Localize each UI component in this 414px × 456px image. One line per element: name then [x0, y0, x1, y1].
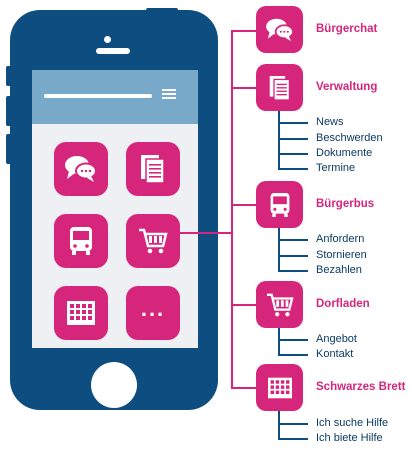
sub-item-beschwerden[interactable]: Beschwerden [316, 132, 383, 144]
sub-vertical-buergerbus [278, 228, 280, 271]
app-title-bar [44, 94, 152, 98]
phone-speaker [96, 48, 130, 54]
sub-tick [278, 438, 308, 440]
sub-tick [278, 239, 308, 241]
branch-line-verwaltung [231, 87, 257, 89]
sub-item-stornieren[interactable]: Stornieren [316, 249, 367, 261]
node-verwaltung[interactable] [256, 64, 303, 111]
bus-tile[interactable] [54, 214, 108, 268]
sub-tick [278, 122, 308, 124]
sub-vertical-dorfladen [278, 328, 280, 355]
node-buergerbus[interactable] [256, 181, 303, 228]
shopping-cart-icon [139, 228, 168, 254]
sub-tick [278, 339, 308, 341]
sub-vertical-schwarzes-brett [278, 411, 280, 439]
more-tile[interactable]: ... [126, 286, 180, 340]
sub-tick [278, 153, 308, 155]
sub-tick [278, 138, 308, 140]
bulletin-board-icon [267, 377, 292, 398]
sub-item-ich-suche-hilfe[interactable]: Ich suche Hilfe [316, 417, 389, 429]
sub-tick [278, 255, 308, 257]
label-buergerchat[interactable]: Bürgerchat [316, 23, 378, 35]
sub-tick [278, 270, 308, 272]
label-schwarzes-brett[interactable]: Schwarzes Brett [316, 381, 406, 393]
bus-icon [70, 227, 92, 255]
branch-line-buergerbus [231, 204, 257, 206]
sub-item-news[interactable]: News [316, 116, 344, 128]
app-tile-grid: ... [32, 124, 198, 348]
hamburger-menu-icon[interactable] [162, 88, 176, 100]
node-buergerchat[interactable] [256, 6, 303, 53]
chat-bubbles-icon [265, 18, 294, 41]
node-schwarzes-brett[interactable] [256, 364, 303, 411]
documents-tile[interactable] [126, 142, 180, 196]
phone-home-button[interactable] [91, 362, 137, 408]
shopping-cart-icon [266, 293, 294, 316]
chat-tile[interactable] [54, 142, 108, 196]
phone-camera [104, 36, 111, 43]
bus-icon [270, 192, 289, 217]
sub-tick [278, 354, 308, 356]
sub-item-angebot[interactable]: Angebot [316, 333, 357, 345]
more-label: ... [140, 296, 166, 321]
sub-item-bezahlen[interactable]: Bezahlen [316, 264, 362, 276]
node-dorfladen[interactable] [256, 281, 303, 328]
shopping-cart-tile[interactable] [126, 214, 180, 268]
phone-connector-line [180, 232, 232, 234]
label-buergerbus[interactable]: Bürgerbus [316, 198, 375, 210]
branch-line-schwarzes-brett [231, 387, 257, 389]
label-dorfladen[interactable]: Dorfladen [316, 298, 370, 310]
sub-item-kontakt[interactable]: Kontakt [316, 348, 354, 360]
app-header-bar [32, 70, 198, 124]
sub-vertical-verwaltung [278, 111, 280, 169]
phone-volume-up [6, 96, 12, 126]
bulletin-board-icon [67, 301, 95, 325]
branch-line-buergerchat [231, 30, 257, 32]
sub-item-ich-biete-hilfe[interactable]: Ich biete Hilfe [316, 432, 383, 444]
sub-tick [278, 168, 308, 170]
phone-mute-switch [6, 66, 12, 86]
branch-line-dorfladen [231, 304, 257, 306]
smartphone: ... [10, 10, 218, 410]
documents-icon [269, 75, 290, 101]
phone-volume-down [6, 134, 12, 164]
sub-item-anfordern[interactable]: Anfordern [316, 233, 365, 245]
documents-icon [141, 155, 165, 184]
bulletin-board-tile[interactable] [54, 286, 108, 340]
chat-bubbles-icon [65, 156, 97, 182]
label-verwaltung[interactable]: Verwaltung [316, 81, 378, 93]
main-vertical-line [231, 30, 233, 388]
sub-item-termine[interactable]: Termine [316, 162, 356, 174]
sub-item-dokumente[interactable]: Dokumente [316, 147, 373, 159]
sub-tick [278, 423, 308, 425]
